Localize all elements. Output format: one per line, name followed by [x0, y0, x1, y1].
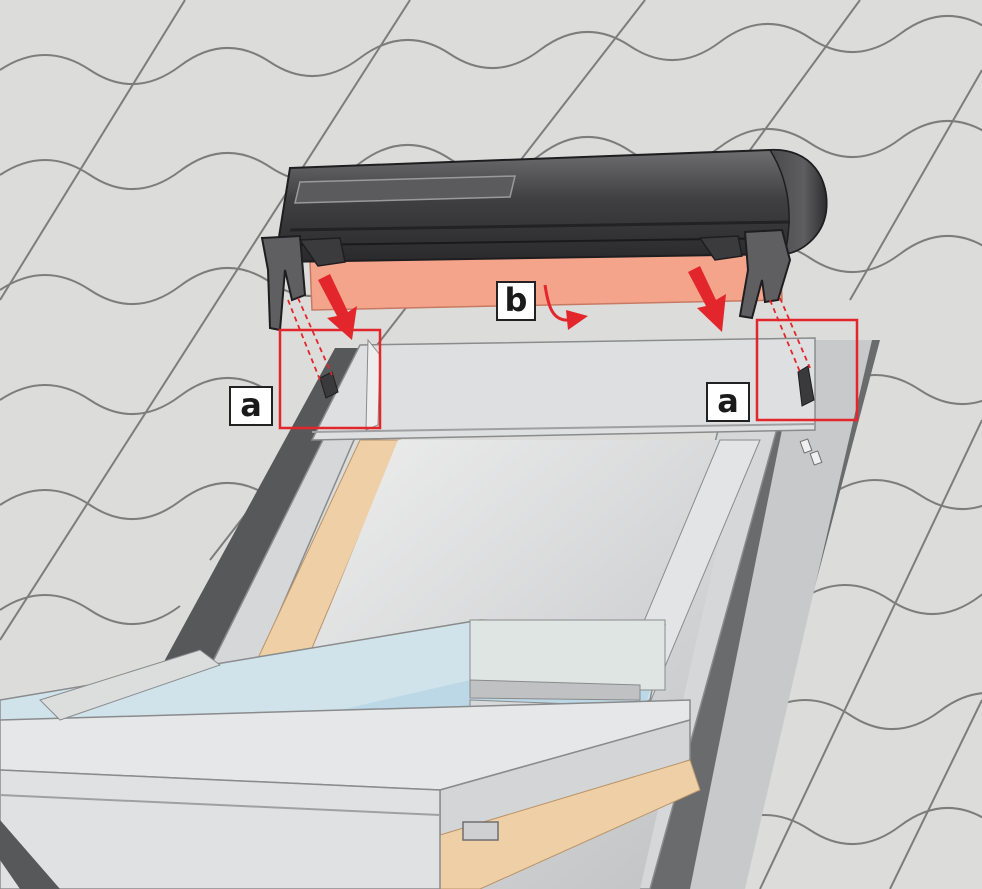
callout-b: b: [496, 281, 536, 321]
window-sash: [0, 619, 701, 889]
down-arrow-icon: [318, 266, 726, 340]
awning-brackets: [260, 228, 792, 332]
callout-a-right: a: [706, 382, 750, 422]
highlight-box: [278, 318, 859, 430]
frame-mounting-points: [319, 365, 823, 466]
curved-arrow-icon: [543, 284, 571, 322]
curved-arrow-head: [566, 310, 588, 330]
awning-housing: [273, 148, 828, 264]
dashed-guide-line: [287, 297, 811, 381]
callout-a-left: a: [229, 386, 273, 426]
